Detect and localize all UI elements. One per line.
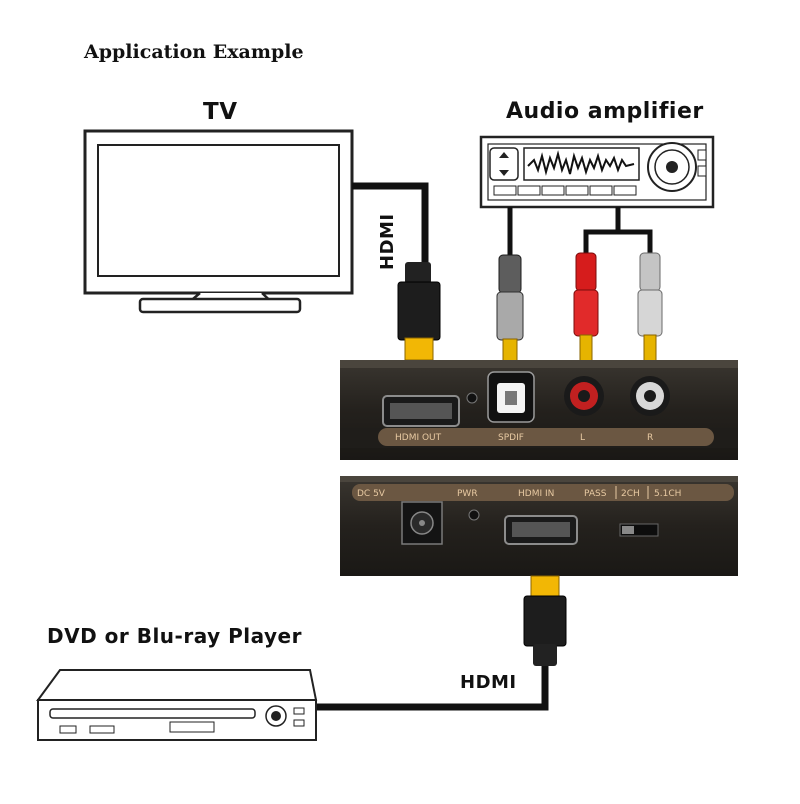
switch-label-pass: PASS [584,489,607,499]
tv-label: TV [203,99,238,125]
port-label-pwr: PWR [457,489,478,499]
hdmi-cable-player [316,575,567,711]
converter-output-panel [340,360,738,460]
port-label-r: R [647,433,653,443]
hdmi-cable-label-player: HDMI [460,672,517,693]
page-title: Application Example [84,41,304,63]
switch-label-2ch: 2CH [621,489,640,499]
switch-label-5-1ch: 5.1CH [654,489,681,499]
amplifier-label: Audio amplifier [506,99,704,124]
audio-amplifier-icon [479,135,715,209]
converter-input-panel [340,476,738,576]
port-label-dc-5v: DC 5V [357,489,386,499]
port-label-hdmi-out: HDMI OUT [395,433,442,443]
hdmi-cable-tv [352,182,441,361]
tv-icon [83,129,354,314]
port-label-hdmi-in: HDMI IN [518,489,554,499]
dvd-player-icon [36,669,318,741]
port-label-l: L [580,433,585,443]
optical-cable [496,207,524,362]
rca-cables [573,207,663,362]
player-label: DVD or Blu-ray Player [47,624,302,648]
hdmi-cable-label-tv: HDMI [377,213,398,270]
port-label-spdif: SPDIF [498,433,524,443]
